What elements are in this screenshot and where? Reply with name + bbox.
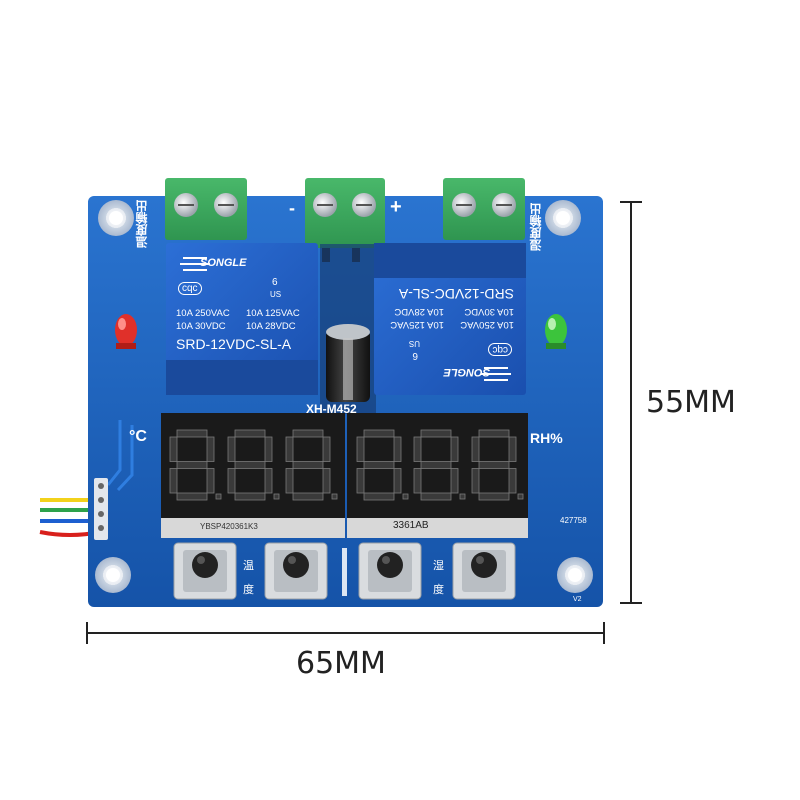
relay-left-model: SRD-12VDC-SL-A — [176, 336, 292, 352]
capacitor — [326, 324, 370, 402]
height-dimension-line — [630, 201, 632, 604]
width-dimension-label: 65MM — [296, 646, 386, 681]
display-right-label: 3361AB — [393, 520, 429, 531]
digit-3 — [285, 429, 338, 501]
board-code: 427758 — [560, 516, 587, 525]
relay-left-rating-2: 10A 125VAC — [246, 308, 300, 319]
width-dimension-tick-right — [603, 622, 605, 644]
relay-right-ul: US — [408, 339, 420, 348]
terminal-plus-label: + — [390, 196, 402, 218]
mounting-hole-icons — [95, 200, 593, 593]
height-dimension-tick-top — [620, 201, 642, 203]
push-button-2[interactable] — [264, 542, 328, 600]
digit-1 — [169, 429, 222, 501]
relay-left-rating-1: 10A 250VAC — [176, 308, 230, 319]
push-button-4[interactable] — [452, 542, 516, 600]
button-label-left-1: 温 — [243, 560, 254, 572]
relay-left — [166, 243, 318, 395]
relay-right-rating-2: 10A 125VAC — [390, 319, 444, 330]
relay-right-rating-4: 10A 28VDC — [394, 306, 444, 317]
digit-4 — [356, 429, 409, 501]
relay-left-ul: US — [270, 290, 282, 299]
relay-left-brand: SONGLE — [200, 257, 247, 269]
digit-5 — [413, 429, 466, 501]
height-dimension-tick-bottom — [620, 602, 642, 604]
width-dimension-line — [86, 632, 605, 634]
terminal-minus-label: - — [289, 198, 295, 218]
humidity-unit-label: RH% — [530, 430, 563, 446]
relay-right-rating-3: 10A 30VDC — [464, 306, 514, 317]
button-label-right-2: 度 — [433, 584, 444, 596]
digit-2 — [227, 429, 280, 501]
push-button-1[interactable] — [173, 542, 237, 600]
relay-left-rating-4: 10A 28VDC — [246, 321, 296, 332]
button-label-right-1: 湿 — [433, 560, 444, 572]
relay-right-rev: 6 — [412, 350, 418, 361]
push-button-3[interactable] — [358, 542, 422, 600]
relay-left-cert: cqc — [178, 282, 202, 295]
board-version: V2 — [573, 596, 582, 603]
display-left-label: YBSP420361K3 — [200, 522, 258, 531]
relay-left-rev: 6 — [272, 277, 278, 288]
relay-right — [374, 243, 526, 395]
height-dimension-label: 55MM — [646, 385, 736, 420]
led-red-icon — [115, 314, 137, 349]
relay-right-cert: cqc — [488, 343, 512, 356]
button-label-left-2: 度 — [243, 584, 254, 596]
temperature-unit-label: °C — [129, 428, 147, 445]
side-text-left: 温度输出 — [135, 200, 149, 248]
side-text-right: 湿度输出 — [529, 203, 543, 251]
board-model: XH-M452 — [306, 402, 357, 413]
relay-right-brand: SONGLE — [443, 366, 490, 378]
terminal-block-right — [443, 178, 525, 240]
push-buttons — [173, 542, 516, 600]
relay-right-model: SRD-12VDC-SL-A — [398, 286, 514, 302]
relay-left-rating-3: 10A 30VDC — [176, 321, 226, 332]
width-dimension-tick-left — [86, 622, 88, 644]
led-green-icon — [545, 314, 567, 349]
terminal-block-left — [165, 178, 247, 240]
relay-right-rating-1: 10A 250VAC — [460, 319, 514, 330]
digit-6 — [471, 429, 524, 501]
display-digits — [169, 429, 524, 501]
relay-right-label: SONGLE cqc 6 US 10A 250VAC 10A 125VAC 10… — [380, 246, 524, 392]
header-pins — [94, 478, 108, 540]
